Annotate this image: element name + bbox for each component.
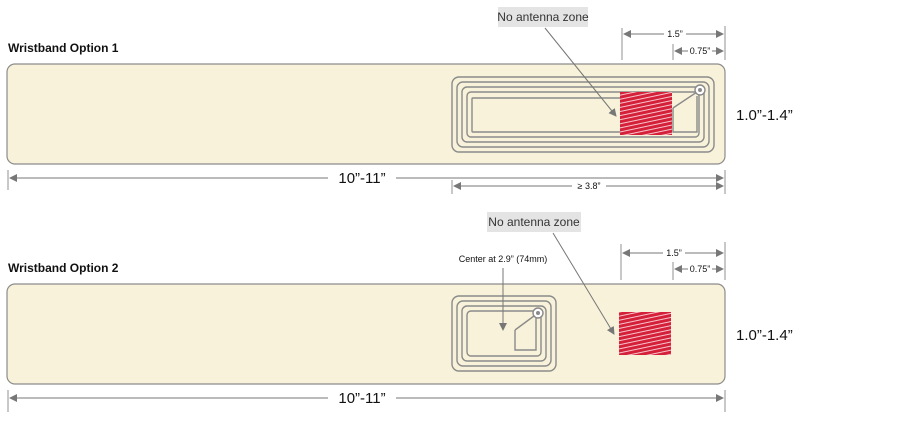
option1-antenna-coil [451,76,715,153]
option1-no-antenna-zone [620,92,672,135]
option2-dim-0-75: 0.75” [690,264,711,274]
option1-dim-1-5: 1.5” [667,29,683,39]
option1-zone-pointer [544,27,617,117]
option2-no-antenna-zone [619,312,671,355]
option2-group: Wristband Option 2 Center at 2.9” (74mm)… [6,212,793,412]
option2-zone-pointer [552,232,615,335]
option2-wristband [6,283,726,385]
option1-zone-label-bg [498,7,588,27]
option1-min-distance: ≥ 3.8” [578,181,601,191]
option2-zone-label-bg [487,212,581,232]
option1-wristband [6,63,726,165]
option2-length-label: 10”-11” [338,390,385,407]
option2-center-label: Center at 2.9” (74mm) [459,254,548,264]
option1-zone-label: No antenna zone [497,10,589,24]
option2-zone-label: No antenna zone [488,215,580,229]
option1-group: Wristband Option 1 No antenna zone 1.5” [6,7,793,194]
option2-title: Wristband Option 2 [8,261,119,275]
option2-height-label: 1.0”-1.4” [736,327,793,344]
option1-dim-0-75: 0.75” [690,46,711,56]
option1-length-label: 10”-11” [338,170,385,187]
option2-dim-1-5: 1.5” [666,248,682,258]
option1-height-label: 1.0”-1.4” [736,107,793,124]
option1-title: Wristband Option 1 [8,41,119,55]
option2-antenna-coil [451,295,557,372]
